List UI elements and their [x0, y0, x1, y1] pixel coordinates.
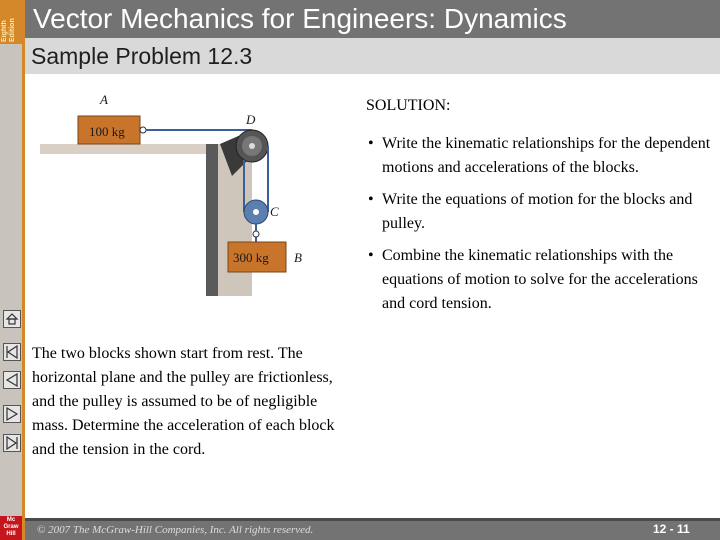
footer-band — [25, 518, 720, 521]
solution-steps: Write the kinematic relationships for th… — [366, 132, 716, 316]
pulley-d-axle — [249, 143, 255, 149]
solution-heading: SOLUTION: — [366, 97, 451, 114]
home-button[interactable] — [3, 310, 21, 328]
next-slide-icon — [6, 406, 19, 422]
subheader-bar: Sample Problem 12.3 — [25, 38, 720, 74]
solution-step: Write the equations of motion for the bl… — [366, 188, 716, 236]
mcgraw-hill-logo: Mc Graw Hill — [0, 516, 22, 540]
header-bar: Vector Mechanics for Engineers: Dynamics — [25, 0, 720, 38]
solution-section: SOLUTION: Write the kinematic relationsh… — [366, 94, 716, 324]
previous-slide-icon — [5, 372, 18, 388]
label-b: B — [294, 250, 302, 265]
table-edge — [206, 144, 218, 296]
label-c: C — [270, 204, 279, 219]
pulley-c-axle — [253, 209, 259, 215]
block-a-hook — [139, 126, 147, 134]
home-icon — [5, 313, 19, 325]
sidebar — [0, 0, 22, 540]
block-b — [227, 241, 287, 273]
last-slide-button[interactable] — [3, 434, 21, 452]
edition-word: Edition — [9, 18, 16, 42]
book-title: Vector Mechanics for Engineers: Dynamics — [33, 3, 567, 34]
logo-word: Hill — [6, 531, 16, 537]
label-a: A — [99, 92, 108, 107]
edition-text: Eighth Edition — [1, 2, 21, 42]
table-surface — [40, 144, 252, 154]
edition-word: Eighth — [1, 20, 8, 42]
label-d: D — [245, 112, 256, 127]
first-slide-button[interactable] — [3, 343, 21, 361]
footer-bar: © 2007 The McGraw-Hill Companies, Inc. A… — [25, 518, 720, 540]
problem-statement: The two blocks shown start from rest. Th… — [32, 345, 335, 458]
page-number: 12 - 11 — [653, 522, 690, 536]
copyright-notice: © 2007 The McGraw-Hill Companies, Inc. A… — [37, 524, 314, 536]
logo-text: Mc Graw Hill — [1, 517, 21, 538]
logo-word: Graw — [3, 524, 19, 530]
next-slide-button[interactable] — [3, 405, 21, 423]
block-a-mass: 100 kg — [89, 124, 125, 139]
first-slide-icon — [6, 344, 18, 360]
slide-title: Sample Problem 12.3 — [31, 43, 253, 69]
solution-step: Combine the kinematic relationships with… — [366, 244, 716, 316]
sidebar-stripe — [22, 0, 25, 540]
block-a — [77, 115, 141, 145]
pulley-diagram: 100 kg A D C 300 kg B — [40, 92, 302, 296]
last-slide-icon — [6, 435, 18, 451]
previous-slide-button[interactable] — [3, 371, 21, 389]
block-b-hook — [252, 230, 260, 238]
block-b-mass: 300 kg — [233, 250, 269, 265]
logo-word: Mc — [6, 517, 16, 523]
solution-step: Write the kinematic relationships for th… — [366, 132, 716, 180]
edition-badge: Eighth Edition — [0, 0, 22, 44]
